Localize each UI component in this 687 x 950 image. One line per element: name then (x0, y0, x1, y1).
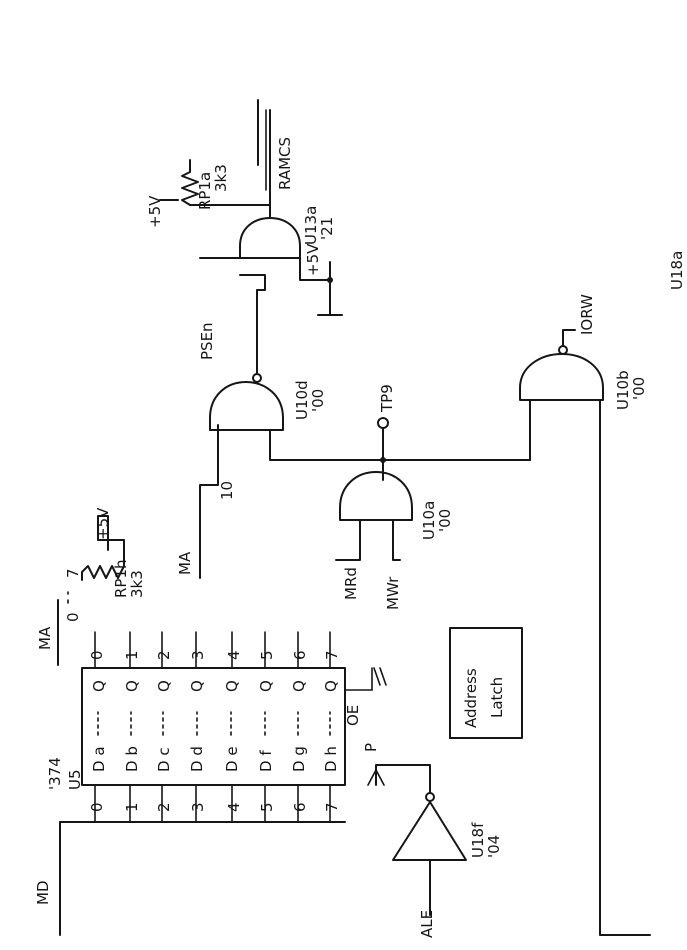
address-latch-line2: Latch (488, 677, 506, 718)
q-pin-7: 7 (323, 650, 341, 660)
q-pin-1: 1 (123, 650, 141, 660)
latch-q-b: Q (123, 680, 141, 692)
latch-q-h: Q (322, 680, 340, 692)
latch-in-h: D h (322, 746, 340, 772)
latch-q-a: Q (90, 680, 108, 692)
latch-oe-label: OE (344, 705, 362, 726)
d-pin-0: 0 (88, 802, 106, 812)
latch-q-g: Q (290, 680, 308, 692)
ma-bit-7: 7 (64, 568, 82, 578)
ma-bus: MA 0 7 (36, 568, 82, 666)
ma10-bit: 10 (218, 481, 236, 500)
mwr-label: MWr (384, 576, 402, 610)
latch-ref: U5 (66, 769, 84, 790)
u18f-part: '04 (485, 835, 503, 858)
q-pin-4: 4 (225, 650, 243, 660)
d-pin-3: 3 (189, 802, 207, 812)
latch-in-d: D d (188, 746, 206, 772)
psen-label: PSEn (198, 322, 216, 360)
latch-clock-mark: P (362, 743, 380, 752)
address-latch-line1: Address (462, 668, 480, 728)
u13a-supply: +5V (304, 243, 322, 276)
latch-in-g: D g (290, 746, 308, 772)
d-pin-1: 1 (123, 802, 141, 812)
ramcs-label: RAMCS (276, 137, 294, 190)
d-pin-2: 2 (155, 802, 173, 812)
latch-q-d: Q (188, 680, 206, 692)
test-point-tp9: TP9 (377, 384, 396, 481)
rp1h-ref: RP1h (112, 559, 130, 598)
ma10-net: MA 10 (176, 424, 236, 579)
nand-u13a: +5V U13a '21 (189, 109, 343, 316)
latch-in-c: D c (155, 747, 173, 772)
latch-in-e: D e (223, 746, 241, 772)
rp1a-ref: RP1a (196, 172, 214, 210)
ale-label: ALE (418, 910, 436, 938)
md-bus-label: MD (34, 881, 52, 906)
q-pin-5: 5 (258, 650, 276, 660)
rp1a-supply: +5V (146, 195, 164, 228)
ground-symbol (344, 667, 387, 691)
latch-in-a: D a (90, 746, 108, 772)
nand-u10d: U10d '00 PSEn (198, 274, 531, 461)
d-pin-4: 4 (225, 802, 243, 812)
ma-bit-0: 0 (64, 612, 82, 622)
q-pin-2: 2 (155, 650, 173, 660)
u10b-ref: U10b (614, 370, 632, 410)
u18a-partial-label: U18a (668, 251, 686, 290)
u10a-ref: U10a (420, 501, 438, 540)
rp1h-resistor: +5V RP1h 3k3 (81, 507, 146, 598)
latch-q-e: Q (223, 680, 241, 692)
latch-u5: '374 U5 D a D b D c D d D e D f D g D h … (46, 667, 387, 790)
u10d-part: '00 (309, 389, 327, 412)
address-latch-note: Address Latch (449, 627, 523, 739)
u13a-part: '21 (318, 217, 336, 240)
rp1a-resistor: +5V RP1a 3k3 (146, 159, 230, 228)
latch-q-c: Q (155, 680, 173, 692)
latch-d-pins: 0 1 2 3 4 5 6 7 (88, 784, 341, 823)
q-pin-6: 6 (291, 650, 309, 660)
latch-in-f: D f (257, 750, 275, 772)
md-bus: MD (34, 821, 346, 936)
nand-u10a: U10a '00 MRd MWr (335, 471, 454, 610)
u10d-ref: U10d (293, 380, 311, 420)
latch-q-pins: 0 1 2 3 4 5 6 7 (88, 631, 341, 669)
d-pin-5: 5 (258, 802, 276, 812)
ma10-label: MA (176, 551, 194, 575)
rp1h-value: 3k3 (128, 570, 146, 598)
rp1h-supply: +5V (94, 507, 112, 540)
u10a-part: '00 (436, 509, 454, 532)
q-pin-0: 0 (88, 650, 106, 660)
latch-part: '374 (46, 757, 64, 790)
ramcs-net: RAMCS (257, 99, 294, 191)
iorw-label: IORW (578, 294, 596, 335)
latch-q-f: Q (257, 680, 275, 692)
rp1a-value: 3k3 (212, 164, 230, 192)
mrd-label: MRd (342, 567, 360, 600)
q-pin-3: 3 (189, 650, 207, 660)
u18f-ref: U18f (469, 822, 487, 858)
d-pin-6: 6 (291, 802, 309, 812)
d-pin-7: 7 (323, 802, 341, 812)
latch-in-b: D b (123, 746, 141, 772)
u10b-part: '00 (630, 377, 648, 400)
tp9-label: TP9 (378, 384, 396, 413)
nand-u10b: IORW U10b '00 U18a (519, 251, 686, 936)
ma-bus-label: MA (36, 626, 54, 650)
inverter-u18f: ALE U18f '04 (375, 764, 503, 938)
u13a-ref: U13a (302, 206, 320, 245)
